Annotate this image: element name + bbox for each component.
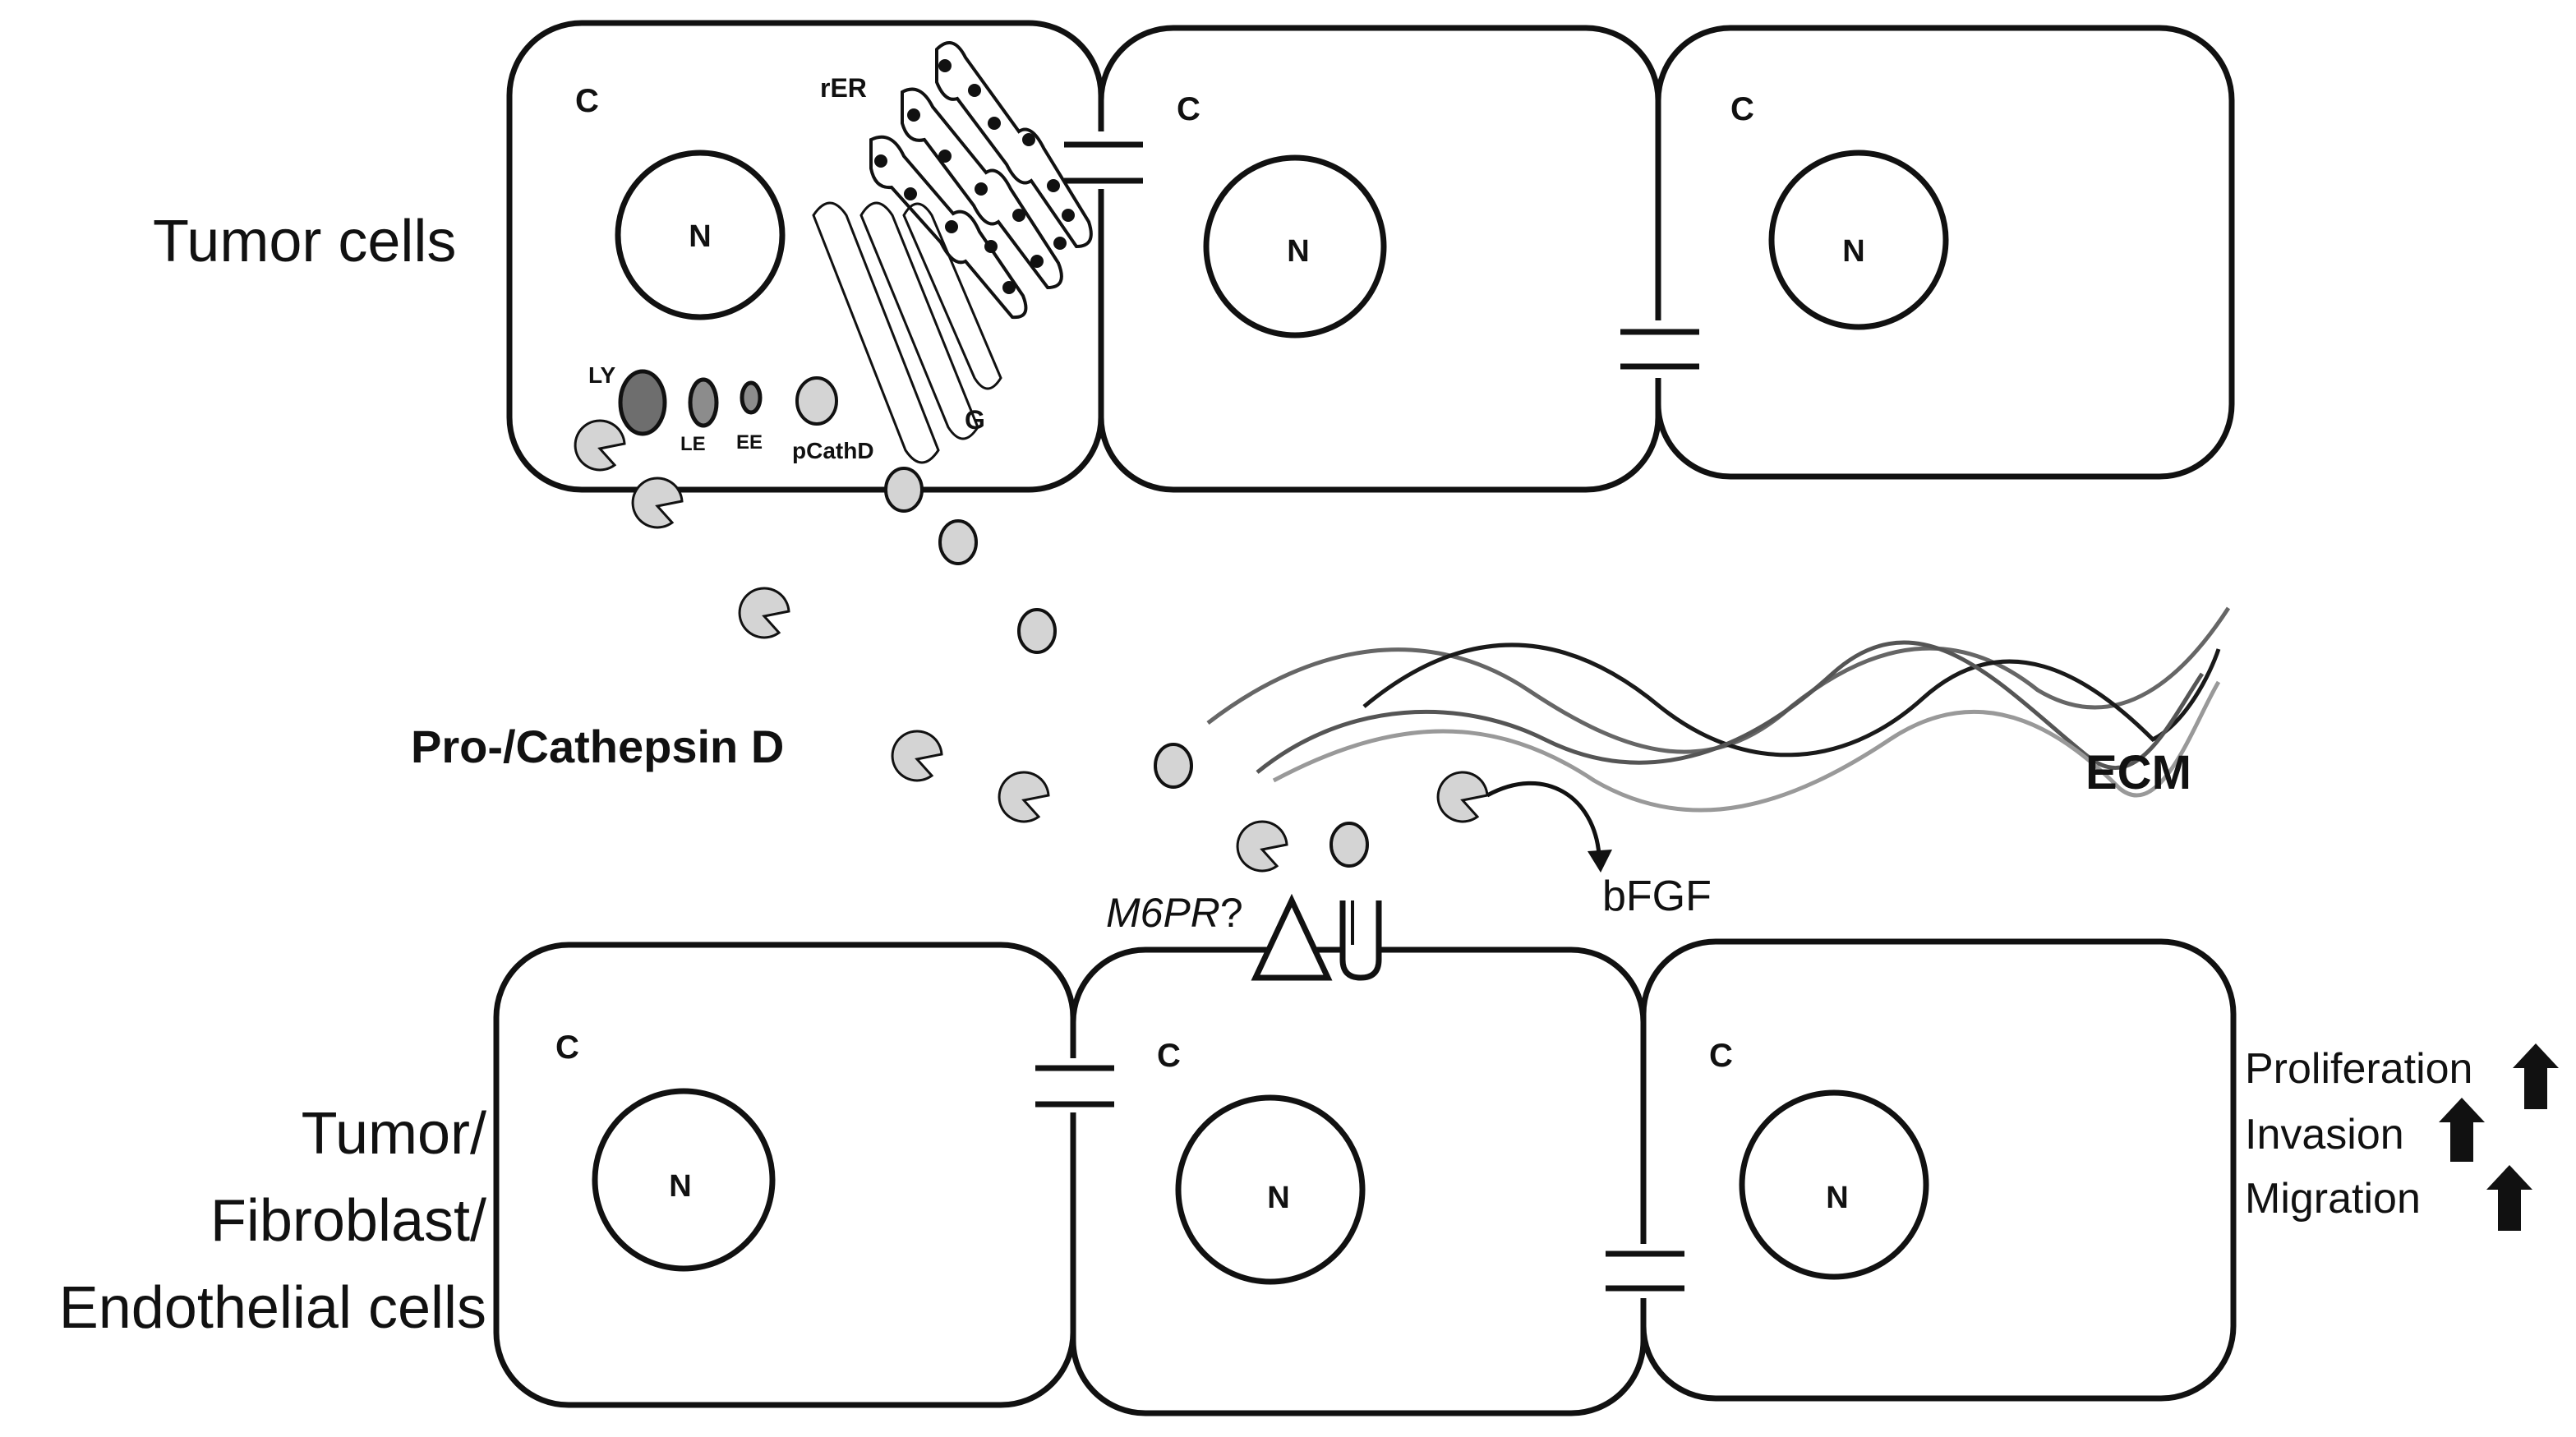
- nucleus-label: N: [1287, 234, 1309, 269]
- lysosome-label: LY: [588, 362, 616, 388]
- ecm-fiber-3: [1256, 640, 2205, 774]
- junction-top-1: [1062, 131, 1145, 189]
- late-endosome: [688, 377, 719, 428]
- m6pr-label: M6PR?: [1106, 890, 1243, 936]
- golgi: [812, 201, 1002, 464]
- nucleus-label: N: [1842, 234, 1864, 269]
- cathepsin-pacman: [1236, 820, 1288, 873]
- up-arrow-invasion: [2439, 1098, 2485, 1162]
- cathepsin-pacman: [1436, 771, 1489, 823]
- cathepsin-pacman: [891, 730, 943, 782]
- junction-bottom-1: [1034, 1058, 1116, 1112]
- up-arrow-migration: [2486, 1165, 2532, 1231]
- effect-invasion: Invasion: [2245, 1111, 2404, 1158]
- ecm-label: ECM: [2085, 746, 2191, 799]
- cytoplasm-label: C: [555, 1029, 579, 1066]
- nucleus-bottom-1: [592, 1088, 776, 1272]
- nucleus-bottom-3: [1739, 1089, 1929, 1280]
- ribosomes: [874, 59, 1075, 294]
- procathepsin-circle: [884, 467, 924, 513]
- cathepsin-pacman: [631, 477, 684, 529]
- effect-proliferation: Proliferation: [2245, 1045, 2472, 1093]
- cytoplasm-label: C: [1157, 1038, 1181, 1074]
- rer: [869, 41, 1093, 320]
- ecm-fiber-2: [1362, 643, 2221, 758]
- rer-label: rER: [820, 73, 867, 103]
- golgi-label: G: [965, 405, 985, 435]
- bfgf-arrowhead: [1588, 850, 1612, 873]
- nucleus-label: N: [1267, 1181, 1289, 1215]
- m6pr-receptor-triangle: [1251, 893, 1333, 981]
- cathepsin-label: Pro-/Cathepsin D: [411, 721, 784, 772]
- early-endosome: [740, 380, 763, 415]
- bottom-cells-label-3: Endothelial cells: [59, 1275, 486, 1341]
- junction-top-2: [1619, 320, 1701, 378]
- procathepsin-circle: [1154, 743, 1193, 789]
- procathepsin-circle: [938, 519, 978, 565]
- nucleus-bottom-2: [1175, 1094, 1366, 1285]
- cytoplasm-label: C: [1177, 91, 1200, 127]
- nucleus-top-1: [615, 150, 786, 320]
- cathepsin-pacman: [738, 587, 790, 639]
- bfgf-arrow: [1486, 781, 1601, 855]
- nucleus-top-3: [1768, 150, 1949, 330]
- procathepsin-particles: [884, 467, 1369, 868]
- bfgf-label: bFGF: [1602, 873, 1712, 920]
- bottom-cells-label-2: Fibroblast/: [210, 1188, 486, 1254]
- cathepsin-particles: [574, 419, 1489, 873]
- nucleus-label: N: [669, 1169, 691, 1204]
- tumor-cells-label: Tumor cells: [153, 209, 456, 274]
- cathepsin-pacman: [574, 419, 626, 472]
- effect-migration: Migration: [2245, 1175, 2421, 1223]
- nucleus-label: N: [1826, 1181, 1848, 1215]
- ecm-fiber-4: [1272, 680, 2221, 813]
- early-endosome-label: EE: [736, 431, 763, 454]
- cytoplasm-label: C: [575, 83, 599, 119]
- effect-arrows: [2439, 1043, 2559, 1231]
- lysosome: [618, 369, 667, 436]
- cytoplasm-label: C: [1709, 1038, 1733, 1074]
- junction-bottom-2: [1604, 1244, 1686, 1298]
- late-endosome-label: LE: [680, 433, 706, 455]
- procathepsin-circle: [1017, 608, 1057, 654]
- pcathd-label: pCathD: [792, 438, 874, 463]
- pcathd-vesicle: [795, 376, 838, 426]
- ecm-fibers: [1206, 606, 2231, 813]
- bottom-cell-3: [1640, 938, 2237, 1402]
- cytoplasm-label: C: [1730, 91, 1754, 127]
- bottom-cells-label-1: Tumor/: [302, 1101, 486, 1167]
- up-arrow-proliferation: [2513, 1043, 2559, 1109]
- nucleus-label: N: [689, 219, 711, 254]
- receptor-channel: [1339, 900, 1382, 981]
- bottom-cell-1: [493, 942, 1076, 1408]
- procathepsin-circle: [1329, 822, 1369, 868]
- nucleus-top-2: [1203, 154, 1387, 339]
- cathepsin-pacman: [998, 771, 1050, 823]
